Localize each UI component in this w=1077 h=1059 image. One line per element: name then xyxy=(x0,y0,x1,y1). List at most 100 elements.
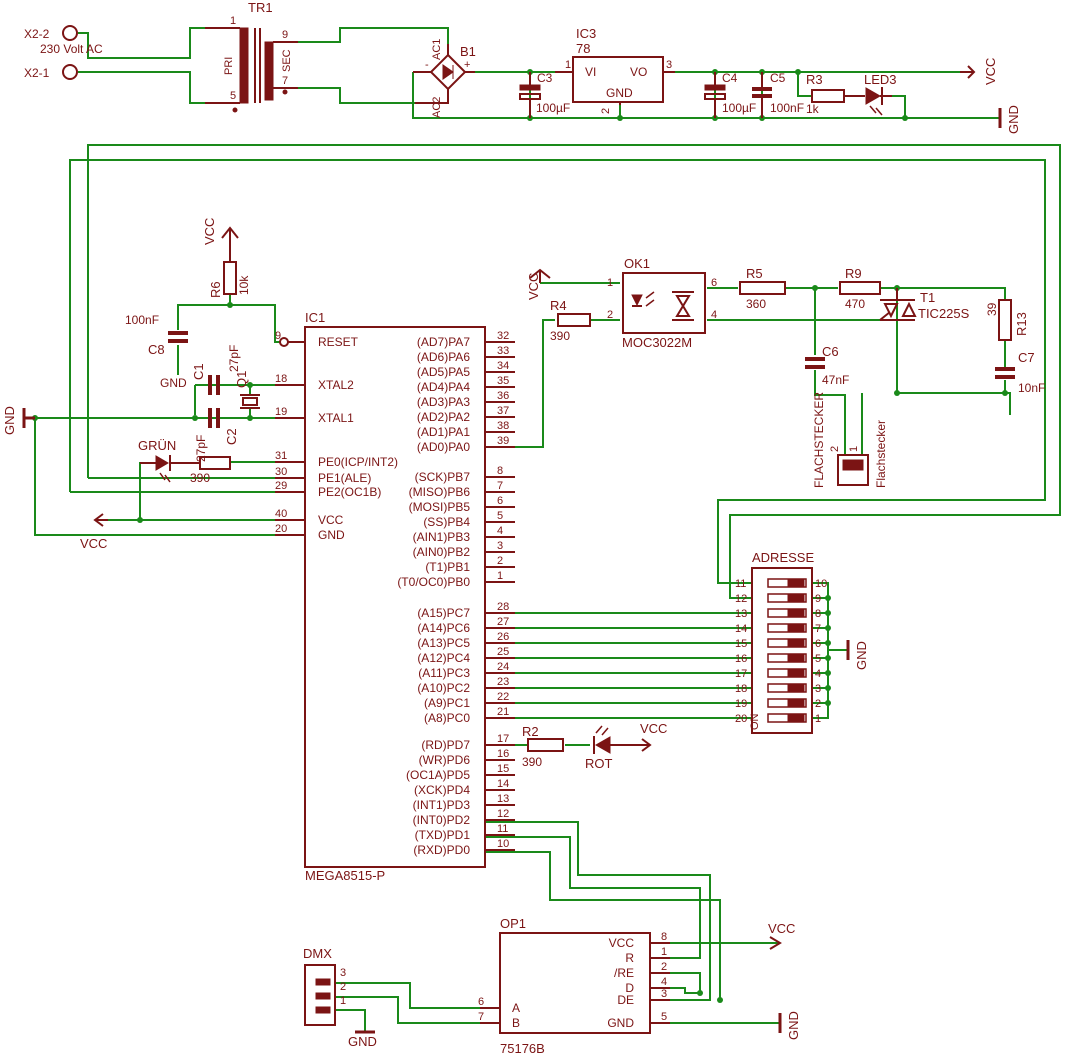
mcu-right-pin-label: (TXD)PD1 xyxy=(415,828,471,842)
mcu-left-pin-label: PE2(OC1B) xyxy=(318,485,381,499)
mcu-right-pin-num: 37 xyxy=(497,405,509,417)
led-gruen: GRÜN xyxy=(138,438,200,483)
mcu-left-pin-num: 18 xyxy=(275,373,287,385)
vcc-op1: VCC xyxy=(768,921,795,950)
mcu-right-pin-num: 39 xyxy=(497,435,509,447)
mcu-right-pin-num: 27 xyxy=(497,616,509,628)
c6-value: 47nF xyxy=(822,373,849,387)
mcu-right-pin-num: 33 xyxy=(497,345,509,357)
op1-left-label: B xyxy=(512,1016,520,1030)
bridge-b1: B1 AC1 AC2 - + xyxy=(413,39,476,118)
mcu-right-pin-num: 34 xyxy=(497,360,509,372)
ok1-part: MOC3022M xyxy=(622,335,692,350)
mains-label: 230 Volt AC xyxy=(40,42,103,56)
dmx-name: DMX xyxy=(303,946,332,961)
mcu-right-pin-label: (A10)PC2 xyxy=(417,681,470,695)
dmx-pin3: 3 xyxy=(340,967,346,979)
mcu-right-pin-num: 28 xyxy=(497,601,509,613)
gnd-left: GND xyxy=(2,406,35,435)
resistor-r3: R3 1k xyxy=(806,72,865,116)
x22-label: X2-2 xyxy=(24,27,50,41)
c2-name: C2 xyxy=(224,428,239,445)
mcu-right-pin-num: 5 xyxy=(497,510,503,522)
flach-pin1: 1 xyxy=(848,446,860,452)
op1-right-num: 5 xyxy=(661,1011,667,1023)
mcu-left-pins: RESET9XTAL218XTAL119PE0(ICP/INT2)31PE1(A… xyxy=(275,330,398,542)
capacitor-c8: 100nF C8 GND xyxy=(125,313,188,390)
op1-part: 75176B xyxy=(500,1041,545,1056)
mcu-right-pin-num: 35 xyxy=(497,375,509,387)
vcc-left-label: VCC xyxy=(80,536,107,551)
r13-value: 39 xyxy=(985,302,999,316)
mcu-left-pin-num: 29 xyxy=(275,480,287,492)
mcu-left-pin: PE0(ICP/INT2)31 xyxy=(275,450,398,469)
c4-name: C4 xyxy=(722,71,738,85)
mcu-right-pin-label: (T0/OC0)PB0 xyxy=(397,575,470,589)
flach-label2: Flachstecker xyxy=(874,420,888,488)
mcu-right-pin-label: (T1)PB1 xyxy=(425,560,470,574)
b1-name: B1 xyxy=(460,44,476,59)
r6-value: 10k xyxy=(237,275,251,295)
mcu-name: IC1 xyxy=(305,310,325,325)
wires xyxy=(34,27,1061,1032)
ok1-pin1: 1 xyxy=(607,277,613,289)
op1-left-pin: B7 xyxy=(478,1011,520,1030)
c6-name: C6 xyxy=(822,344,839,359)
mcu-right-pin-label: (A13)PC5 xyxy=(417,636,470,650)
optocoupler-ok1: OK1 MOC3022M 1 2 6 4 xyxy=(607,256,717,350)
mcu-right-pin-num: 17 xyxy=(497,733,509,745)
op1-right-num: 2 xyxy=(661,961,667,973)
tr1-sec: SEC xyxy=(281,49,293,72)
mcu-right-pin: (A14)PC6 27 xyxy=(417,616,515,635)
ok1-pin6: 6 xyxy=(711,277,717,289)
mcu-ic1: IC1 MEGA8515-P RESET9XTAL218XTAL119PE0(I… xyxy=(275,310,515,883)
mcu-right-pin-label: (A8)PC0 xyxy=(424,711,470,725)
mcu-left-pin-num: 31 xyxy=(275,450,287,462)
mcu-left-pin-label: XTAL2 xyxy=(318,378,354,392)
mcu-left-pin-label: XTAL1 xyxy=(318,411,354,425)
r2-value: 390 xyxy=(522,755,542,769)
mcu-left-pin: PE2(OC1B) 29 xyxy=(275,480,381,499)
gnd-op1: GND xyxy=(778,1011,801,1040)
r5-name: R5 xyxy=(746,266,763,281)
mcu-left-pin-label: GND xyxy=(318,528,345,542)
mcu-right-pin-label: (A9)PC1 xyxy=(424,696,470,710)
mcu-right-pin-label: (AD7)PA7 xyxy=(417,335,470,349)
dip-left-num: 14 xyxy=(735,623,747,635)
mcu-right-pin-label: (A11)PC3 xyxy=(418,666,470,680)
gnd-left-label: GND xyxy=(2,406,17,435)
dip-title: ADRESSE xyxy=(752,550,814,565)
mcu-right-pin-label: (A15)PC7 xyxy=(417,606,470,620)
gnd-dip-label: GND xyxy=(854,641,869,670)
mcu-right-pin-label: (AD4)PA4 xyxy=(417,380,470,394)
tr1-name: TR1 xyxy=(248,0,273,15)
mcu-left-pin-label: RESET xyxy=(318,335,359,349)
dmx-pin1: 1 xyxy=(340,995,346,1007)
mcu-right-pin-label: (A14)PC6 xyxy=(417,621,470,635)
op1-left-pin: A6 xyxy=(478,996,520,1015)
mcu-left-pin-num: 20 xyxy=(275,523,287,535)
t1-part: TIC225S xyxy=(918,306,970,321)
dip-left-num: 18 xyxy=(735,683,747,695)
x21-label: X2-1 xyxy=(24,66,50,80)
vcc-ok-label: VCC xyxy=(526,273,541,300)
resistor-r9: R9 470 xyxy=(839,266,881,311)
mcu-right-pin-num: 2 xyxy=(497,555,503,567)
flach-pin2: 2 xyxy=(829,446,841,452)
